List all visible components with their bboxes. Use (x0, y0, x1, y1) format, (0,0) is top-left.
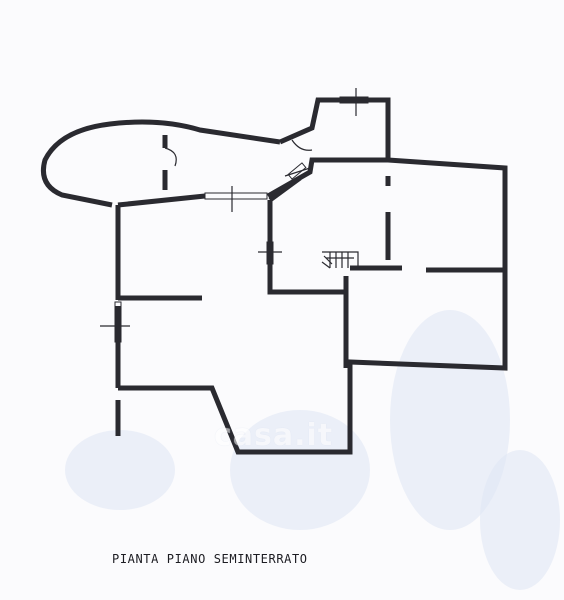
east-wall (347, 274, 508, 376)
south-east-wall (118, 376, 353, 455)
interior-walls (118, 135, 505, 368)
watermark-logo: casa.it (214, 418, 334, 453)
window-west (114, 301, 122, 343)
window-corridor (204, 192, 268, 200)
plan-title: PIANTA PIANO SEMINTERRATO (112, 552, 308, 566)
entrance-back-wall (278, 97, 391, 160)
door-swing-entrance (164, 147, 177, 167)
doors (164, 139, 313, 167)
inner-diagonal-wall (268, 175, 302, 203)
curved-wall (40, 119, 281, 208)
window-diagonal (287, 162, 307, 180)
room-divider-horizontal (350, 265, 505, 273)
windows (100, 88, 369, 343)
stairs (321, 251, 359, 269)
window-inner (266, 241, 274, 265)
north-wall (117, 157, 388, 208)
window-north-top (339, 96, 369, 104)
corridor-wall (267, 200, 349, 295)
north-east-wall (387, 157, 508, 274)
door-swing-back (291, 139, 313, 151)
outer-walls (40, 97, 508, 455)
